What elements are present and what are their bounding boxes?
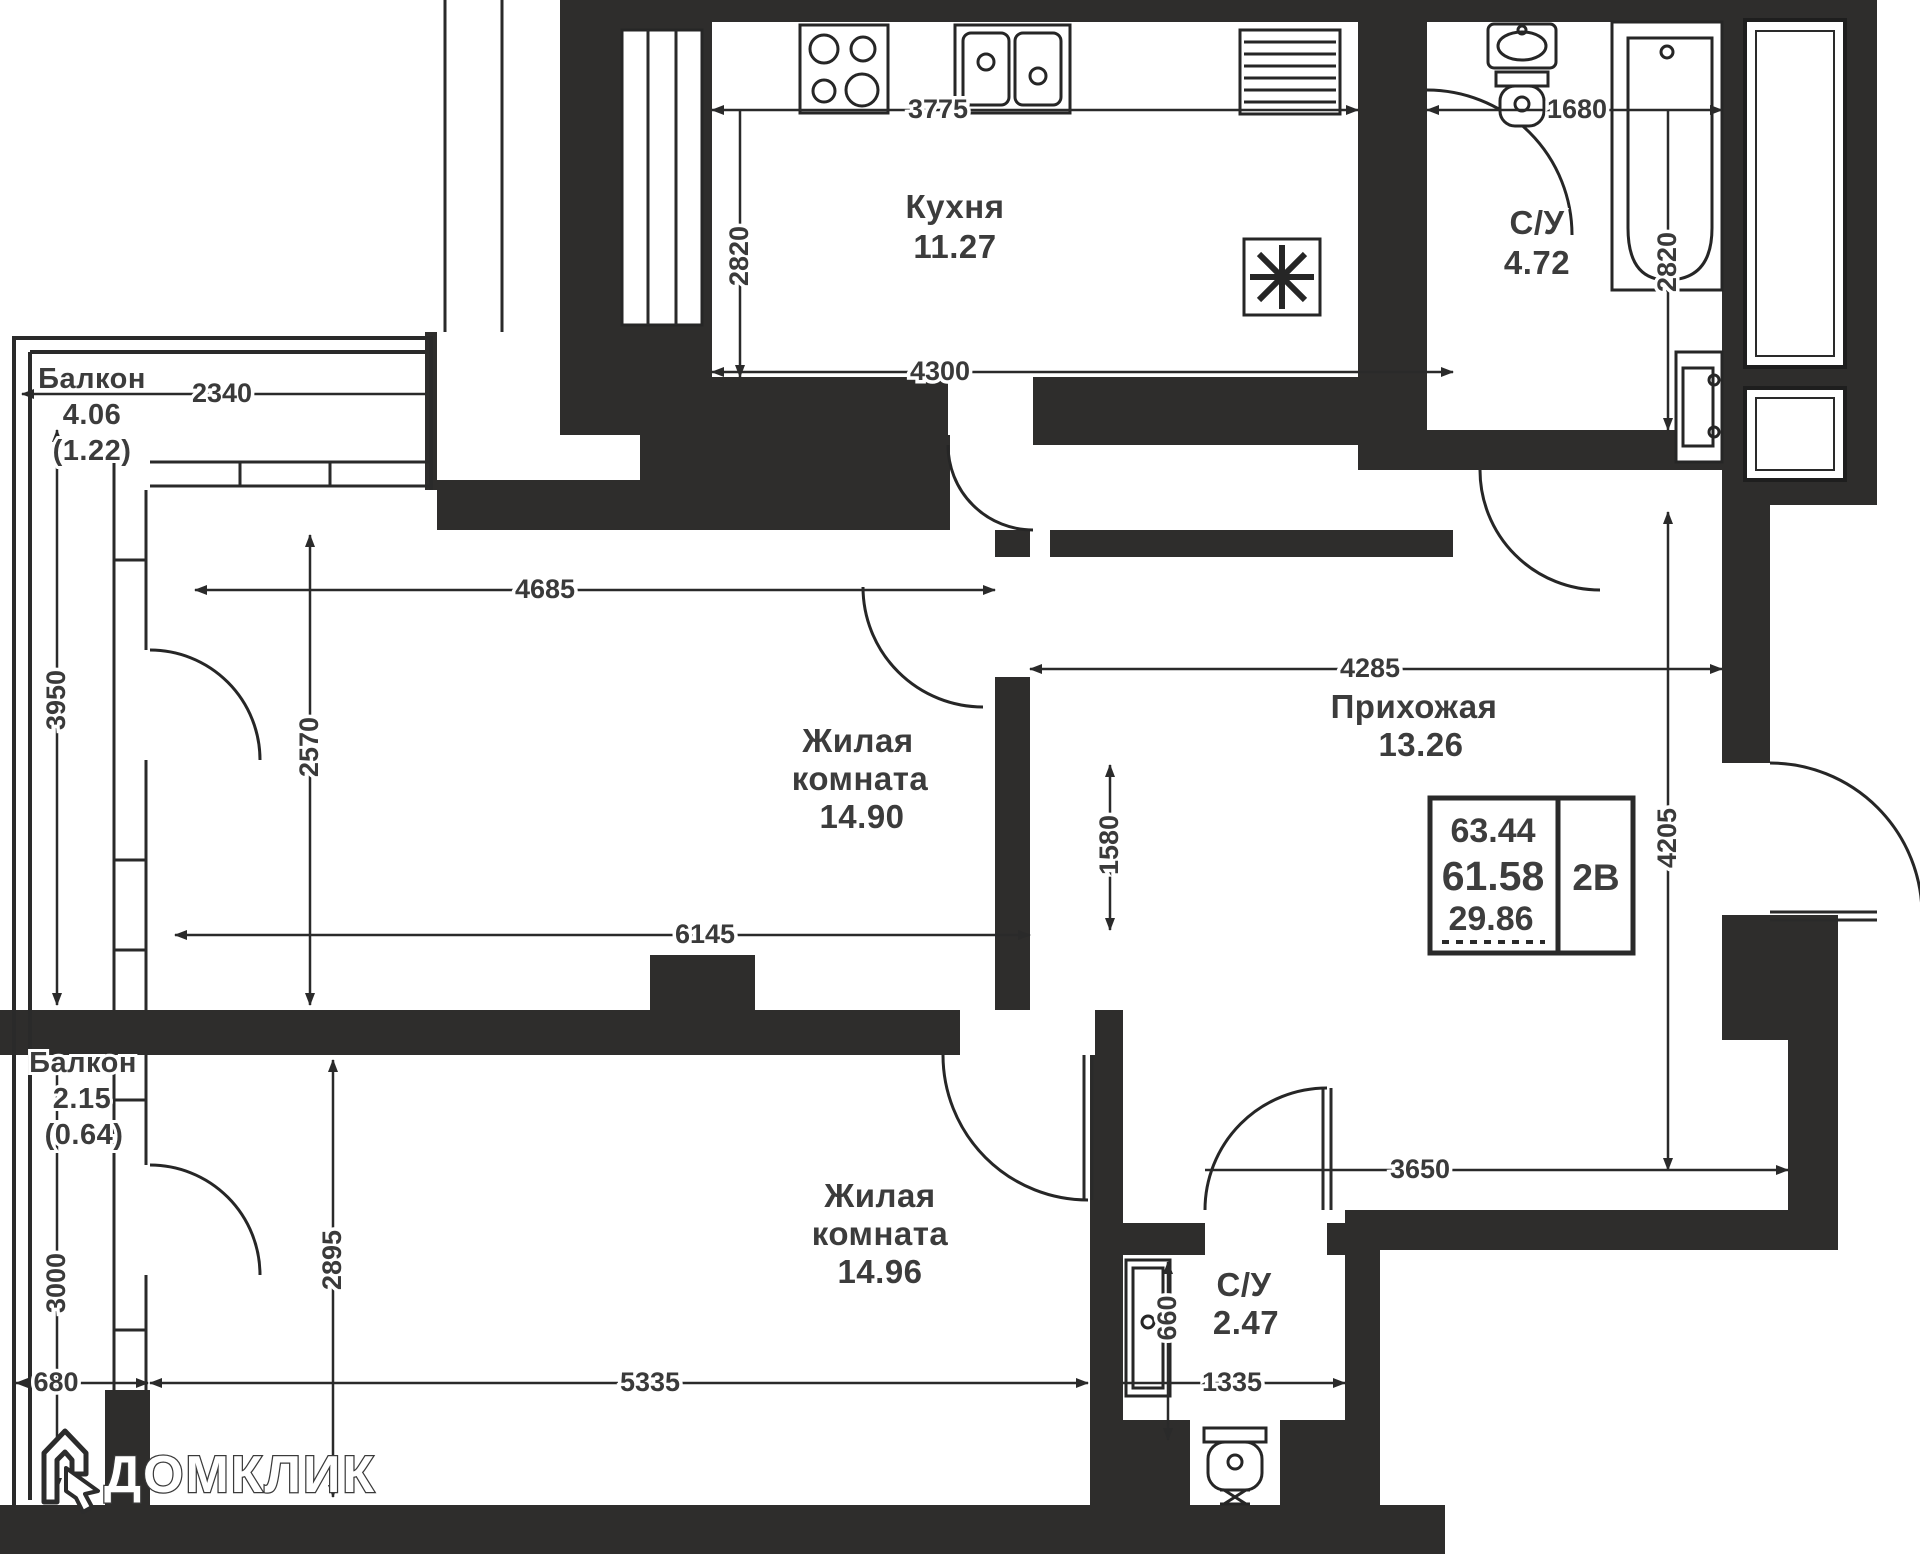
balcony-outlines: [12, 0, 1877, 1505]
room-label-living1-l2: комната: [792, 760, 929, 797]
room-area-hallway: 13.26: [1378, 726, 1463, 763]
summary-living-area: 29.86: [1448, 900, 1533, 938]
dim-label-living1-depth: 2570: [294, 717, 324, 777]
entrance-door-panel: [1770, 910, 1877, 922]
room-label-hallway: Прихожая: [1331, 688, 1498, 725]
dim-label-balcony-bottom-width: 680: [33, 1367, 78, 1397]
room-label-living1-l1: Жилая: [801, 722, 913, 759]
dim-label-living1-bottom: 6145: [675, 919, 735, 949]
kitchen-sink-icon: [953, 23, 1072, 115]
room-area-living1: 14.90: [819, 798, 904, 835]
walls: [0, 0, 1877, 1554]
dim-label-bath-bottom-depth: 660: [1152, 1295, 1182, 1340]
room-label-balcony-bottom: Балкон: [29, 1047, 137, 1079]
dim-label-balcony-top-width: 2340: [192, 378, 252, 408]
shaft-tall-inner: [1755, 30, 1835, 357]
room-area-balcony-bottom: 2.15: [53, 1083, 111, 1115]
balcony-top-door-arc: [149, 648, 262, 761]
room-area-bathroom-top: 4.72: [1504, 244, 1570, 281]
dimensions: [15, 105, 1789, 1498]
dim-label-bath-top-depth: 2820: [1652, 232, 1682, 292]
domklik-house-icon: [41, 1428, 100, 1514]
summary-block: 63.44 61.58 29.86 2В: [1427, 795, 1636, 956]
kitchen-window: [620, 28, 704, 327]
su2-door-arc: [1203, 1086, 1328, 1211]
balcony-top-glazing-h: [150, 460, 431, 488]
hallway-door-arc: [1478, 469, 1601, 592]
dim-label-living2-depth: 2895: [317, 1230, 347, 1290]
dim-label-hallway-width: 4285: [1340, 653, 1400, 683]
shaft-short-inner: [1755, 397, 1835, 471]
room-label-bathroom-top: С/У: [1509, 204, 1564, 241]
washing-machine-icon: [1674, 350, 1724, 464]
ventilation-asterisk-icon: [1242, 237, 1322, 317]
room-area-balcony-top: 4.06: [63, 399, 121, 431]
toilet-top-icon: [1494, 70, 1550, 128]
dim-label-hallway-bottom: 3650: [1390, 1154, 1450, 1184]
dim-label-passage: 1580: [1094, 815, 1124, 875]
room-label-kitchen: Кухня: [906, 188, 1005, 225]
dim-label-balcony-bottom-height: 3000: [41, 1253, 71, 1313]
dim-label-bath-bottom-width: 1335: [1202, 1367, 1262, 1397]
balcony-bottom-glazing-v: [112, 1055, 148, 1390]
facade-lines: [443, 0, 504, 332]
washbasin-icon: [1486, 22, 1558, 70]
domklik-logo: Домклик: [41, 1428, 376, 1514]
shaft-tall: [1743, 18, 1847, 369]
kitchen-door-arc: [946, 444, 1034, 532]
dim-label-kitchen-width: 3775: [908, 94, 968, 124]
balcony-top-glazing-v: [112, 462, 148, 1010]
balcony-bottom-door-arc: [149, 1163, 262, 1276]
walls-top-block: [560, 0, 1877, 505]
bedroom-door-panel: [1082, 1055, 1094, 1200]
dim-label-bath-top-width: 1680: [1547, 94, 1607, 124]
dim-label-living1-width: 4685: [515, 574, 575, 604]
bedroom-door-arc: [941, 1054, 1089, 1202]
su2-door-panel: [1321, 1088, 1333, 1210]
summary-unit-type: 2В: [1572, 857, 1619, 898]
dim-label-kitchen-depth: 2820: [724, 226, 754, 286]
room-labels: Кухня 11.27 С/У 4.72 Балкон 4.06 (1.22) …: [26, 185, 1573, 1344]
room-area-kitchen: 11.27: [913, 228, 996, 265]
shaft-short: [1743, 386, 1847, 482]
room-area2-balcony-bottom: (0.64): [45, 1119, 124, 1151]
summary-area-no-balcony: 61.58: [1442, 853, 1545, 899]
entrance-door-arc: [1769, 761, 1920, 904]
stove-icon: [798, 23, 890, 115]
room-area2-balcony-top: (1.22): [53, 435, 132, 467]
toilet-bottom-icon: [1202, 1426, 1268, 1506]
dim-label-balcony-top-height: 3950: [41, 670, 71, 730]
domklik-brand-text: Домклик: [104, 1446, 376, 1504]
living1-door-arc: [861, 586, 984, 709]
balcony-outer-boundary: [12, 336, 433, 1505]
summary-total-area: 63.44: [1450, 812, 1535, 850]
room-area-bathroom-bottom: 2.47: [1213, 1304, 1279, 1341]
fridge-icon: [1238, 28, 1342, 116]
door-arcs: [149, 88, 1920, 1276]
bathroom-top-door-arc: [1426, 88, 1574, 236]
wall-openings: [620, 18, 1847, 482]
dim-label-kitchen-bottom: 4300: [910, 356, 970, 386]
room-label-living2-l1: Жилая: [823, 1177, 935, 1214]
walls-bottom: [0, 955, 1838, 1554]
room-label-living2-l2: комната: [812, 1215, 949, 1252]
room-area-living2: 14.96: [837, 1253, 922, 1290]
dim-label-living2-bottom: 5335: [620, 1367, 680, 1397]
dimension-labels: 3775 2820 1680 2820 4300 2340 3950 4685 …: [30, 91, 1686, 1401]
dim-label-hallway-depth: 4205: [1652, 808, 1682, 868]
summary-border: [1427, 795, 1636, 956]
shower-tray-icon: [1124, 1258, 1172, 1398]
room-label-balcony-top: Балкон: [38, 363, 146, 395]
room-label-bathroom-bottom: С/У: [1216, 1266, 1271, 1303]
